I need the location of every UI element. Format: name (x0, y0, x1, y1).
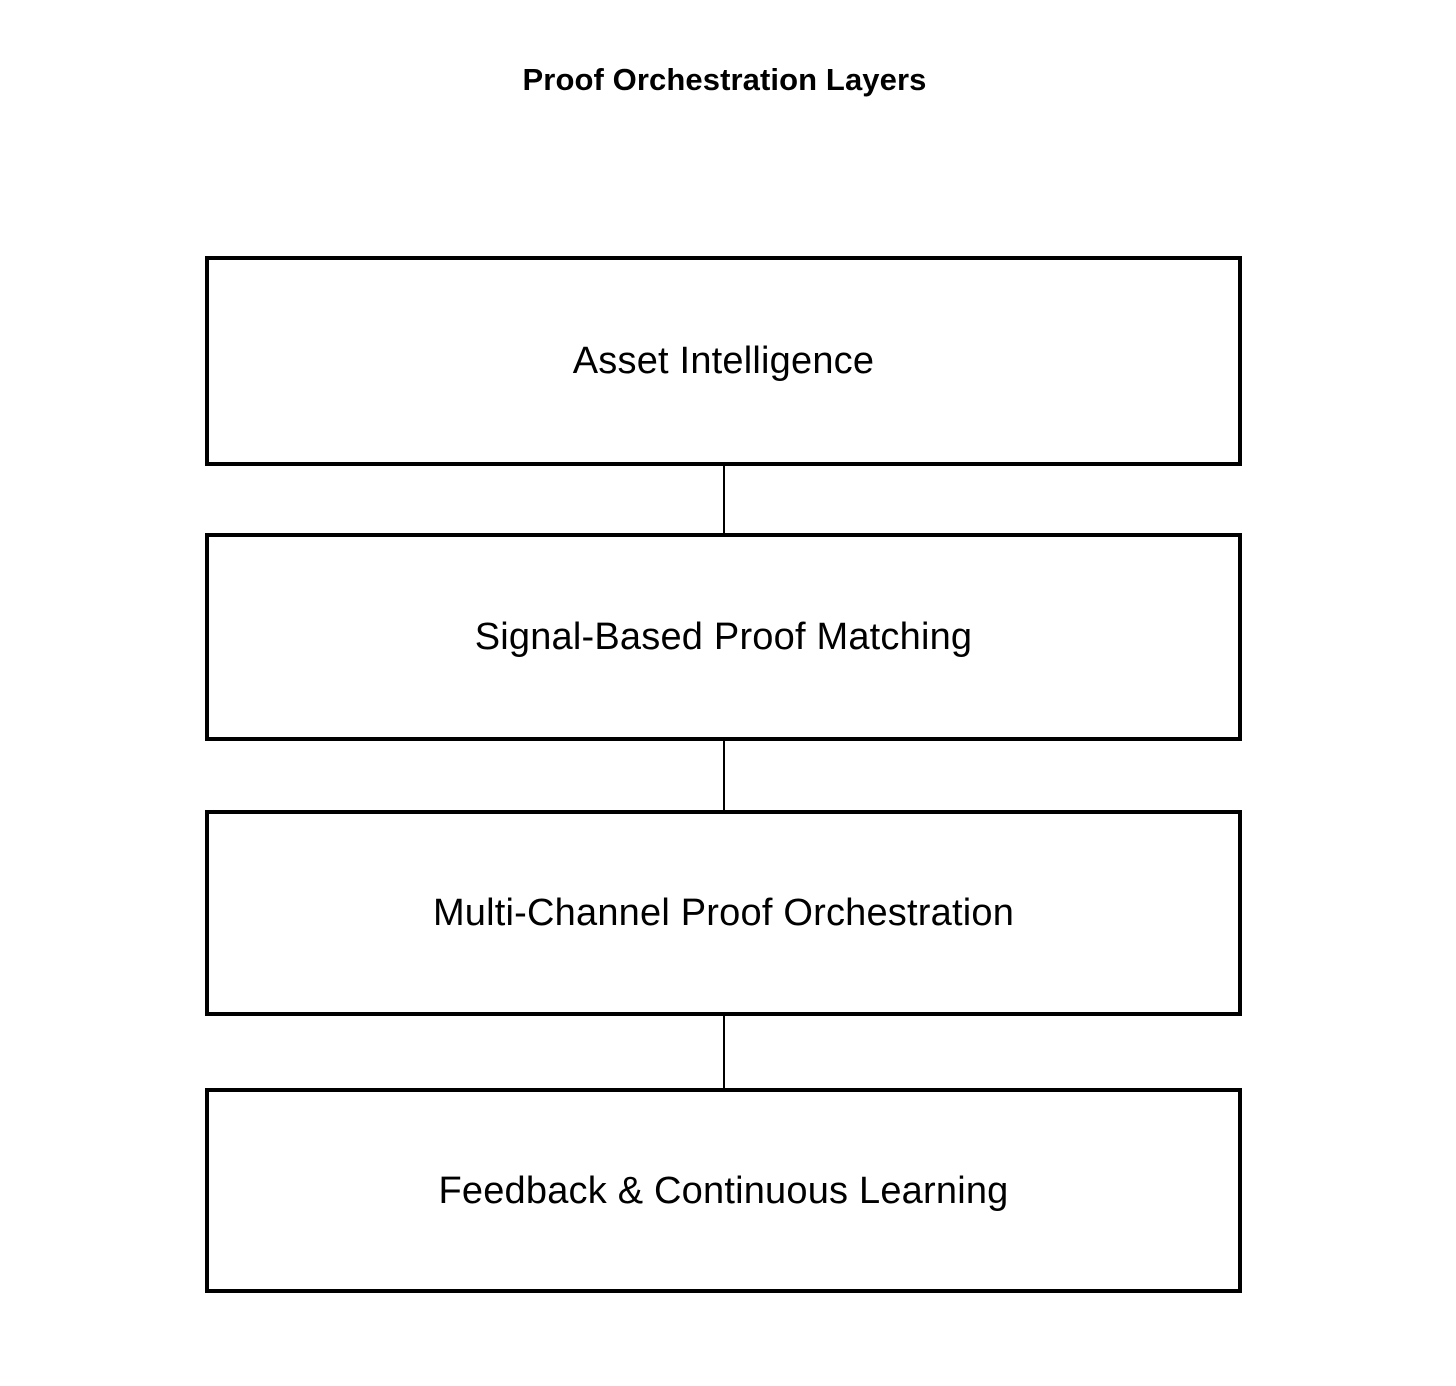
connector-line-3 (723, 1016, 725, 1089)
connector-line-2 (723, 741, 725, 811)
layer-node-asset-intelligence[interactable]: Asset Intelligence (205, 256, 1242, 466)
layer-node-multi-channel-proof-orchestration[interactable]: Multi-Channel Proof Orchestration (205, 810, 1242, 1016)
layer-node-label: Multi-Channel Proof Orchestration (432, 892, 1015, 934)
layer-node-label: Feedback & Continuous Learning (438, 1169, 1009, 1212)
connector-line-1 (723, 466, 725, 534)
layer-node-feedback-continuous-learning[interactable]: Feedback & Continuous Learning (205, 1088, 1242, 1293)
layer-node-signal-based-proof-matching[interactable]: Signal-Based Proof Matching (205, 533, 1242, 741)
layer-node-label: Signal-Based Proof Matching (474, 616, 973, 658)
layer-node-label: Asset Intelligence (572, 340, 875, 382)
diagram-title: Proof Orchestration Layers (522, 62, 927, 97)
